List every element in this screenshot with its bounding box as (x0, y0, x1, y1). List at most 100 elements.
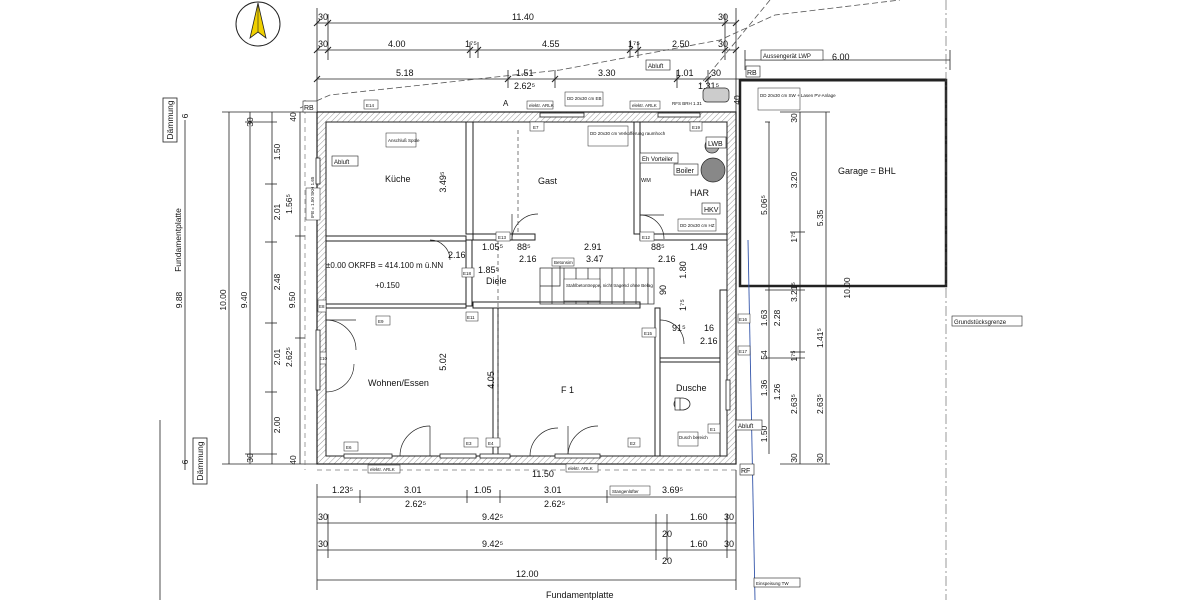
label-einspeisung: Einspeisung TW (756, 581, 789, 586)
room-gast: Gast (538, 176, 558, 186)
dim-bot2-20: 20 (662, 529, 672, 539)
room-diele: Diele (486, 276, 507, 286)
label-rb-right: RB (747, 70, 757, 77)
boiler-tank-icon (700, 157, 726, 183)
dim-kueche-h: 3.49⁵ (438, 171, 448, 193)
dim-left-200: 2.00 (272, 416, 282, 433)
house-walls (316, 111, 737, 465)
dim-top3-30: 30 (711, 68, 721, 78)
label-box-einspeisung: Einspeisung TW (753, 577, 801, 588)
dim-left-40b: 40 (288, 455, 298, 465)
note-betonsim: Betonsim (554, 260, 573, 265)
label-grundstuecksgrenze: Grundstücksgrenze (954, 320, 1007, 326)
dim-left-156: 1.56⁵ (284, 194, 294, 214)
label-fundamentplatte-bottom: Fundamentplatte (546, 590, 614, 600)
note-elektr-top2: elektr. ARLK (632, 103, 657, 108)
dim-bot-105: 1.05 (474, 485, 492, 495)
tag-e17: E17 (739, 349, 748, 354)
dim-right-506: 5.06⁵ (759, 195, 769, 215)
dim-bot3-20: 20 (662, 556, 672, 566)
dim-top2-400: 4.00 (388, 39, 406, 49)
dim-right-54: 54 (759, 350, 769, 360)
tag-e16: E16 (739, 317, 748, 322)
dim-stair-h: 2.16 (519, 254, 537, 264)
label-box-hkv: HKV (701, 202, 721, 215)
tag-e18: E18 (463, 271, 472, 276)
dim-bot-301a: 3.01 (404, 485, 422, 495)
label-box-eh: Eh Vorteiler (639, 152, 679, 164)
dim-diele-h: 2.16 (448, 250, 466, 260)
dim-bot3-942: 9.42⁵ (482, 539, 504, 549)
right-dimension-lines (765, 111, 830, 465)
tag-e9: E9 (378, 319, 384, 324)
dim-right-263b: 2.63⁵ (815, 394, 825, 414)
dim-left-6a: 6 (180, 113, 190, 118)
room-har: HAR (690, 188, 710, 198)
dim-right-535: 5.35 (815, 209, 825, 226)
label-abluft-right: Abluft (738, 424, 754, 430)
dim-du1: 91⁵ (672, 323, 686, 333)
tag-e10: E10 (319, 356, 328, 361)
dim-top3-101: 1.01 (676, 68, 694, 78)
door-swings (304, 100, 745, 471)
dim-wohnen-h: 5.02 (438, 353, 448, 371)
dim-top3-330: 3.30 (598, 68, 616, 78)
room-f1: F 1 (561, 385, 574, 395)
dim-right-141: 1.41⁵ (815, 328, 825, 348)
dim-left-201a: 2.01 (272, 203, 282, 220)
note-dd-gast: DD 20x30 cm Verkofferung raumhoch (590, 131, 666, 136)
dim-stair-w: 3.47 (586, 254, 604, 264)
tag-e7: E7 (533, 125, 539, 130)
dim-bot3-30a: 30 (318, 539, 328, 549)
dim-left-30b: 30 (245, 453, 255, 463)
dim-right-136: 1.36 (759, 379, 769, 396)
note-elektr-bottom1: elektr. ARLK (370, 467, 395, 472)
dim-left-988: 9.88 (174, 291, 184, 308)
left-dimension-lines (159, 111, 318, 600)
dim-right-150: 1.50 (759, 425, 769, 442)
dim-stair-r: 1.80 (678, 261, 688, 279)
label-rb-left: RB (304, 105, 314, 112)
tag-e11: E11 (467, 315, 475, 320)
tag-e19: E19 (692, 125, 701, 130)
dim-left-262: 2.62⁵ (284, 347, 294, 367)
dim-top3b-262: 2.62⁵ (514, 81, 536, 91)
dim-top-total: 11.40 (512, 12, 534, 22)
garage (738, 0, 948, 600)
dim-du2: 16 (704, 323, 714, 333)
dim-f1-h: 4.05 (486, 371, 496, 389)
dim-top2-175b: 1⁷⁵ (628, 39, 640, 49)
dim-right-321: 3.21⁵ (789, 282, 799, 302)
daemmung-top-box: Dämmung (162, 97, 178, 143)
label-rf-bottom: RF (741, 468, 750, 475)
dim-stair-216b: 2.16 (658, 254, 676, 264)
tag-e3: E3 (466, 441, 472, 446)
dim-mid-291: 2.91 (584, 242, 602, 252)
room-garage: Garage = BHL (838, 166, 896, 176)
tag-e15: E15 (644, 331, 653, 336)
dim-bot-total: 12.00 (516, 569, 539, 579)
dim-du3: 2.16 (700, 336, 718, 346)
dim-top2-175a: 1⁷⁵ (465, 39, 477, 49)
label-daemmung-bottom: Dämmung (195, 441, 205, 480)
tag-e4: E4 (488, 441, 494, 446)
room-wohnen: Wohnen/Essen (368, 378, 429, 388)
dim-right-163: 1.63 (759, 309, 769, 326)
label-box-abluft-top: Abluft (645, 59, 671, 71)
tag-e2: E2 (630, 441, 636, 446)
label-box-boiler: Boiler (673, 163, 699, 176)
tag-e13: E13 (498, 235, 507, 240)
tag-e14: E14 (366, 103, 375, 108)
label-box-rb-left: RB (302, 100, 318, 113)
label-wm: WM (641, 178, 651, 184)
label-box-grundstuecksgrenze: Grundstücksgrenze (951, 315, 1023, 327)
dim-left-201b: 2.01 (272, 348, 282, 365)
note-dusch: Dusch bereich (679, 435, 708, 440)
dim-left-1000: 10.00 (218, 289, 228, 311)
label-abluft-kueche: Abluft (334, 160, 350, 166)
label-fundamentplatte: Fundamentplatte (173, 208, 183, 272)
dim-garage-600: 6.00 (832, 52, 850, 62)
dim-left-40a: 40 (288, 112, 298, 122)
dim-top-30a: 30 (318, 12, 328, 22)
dim-diele-w: 1.85⁵ (478, 265, 500, 275)
